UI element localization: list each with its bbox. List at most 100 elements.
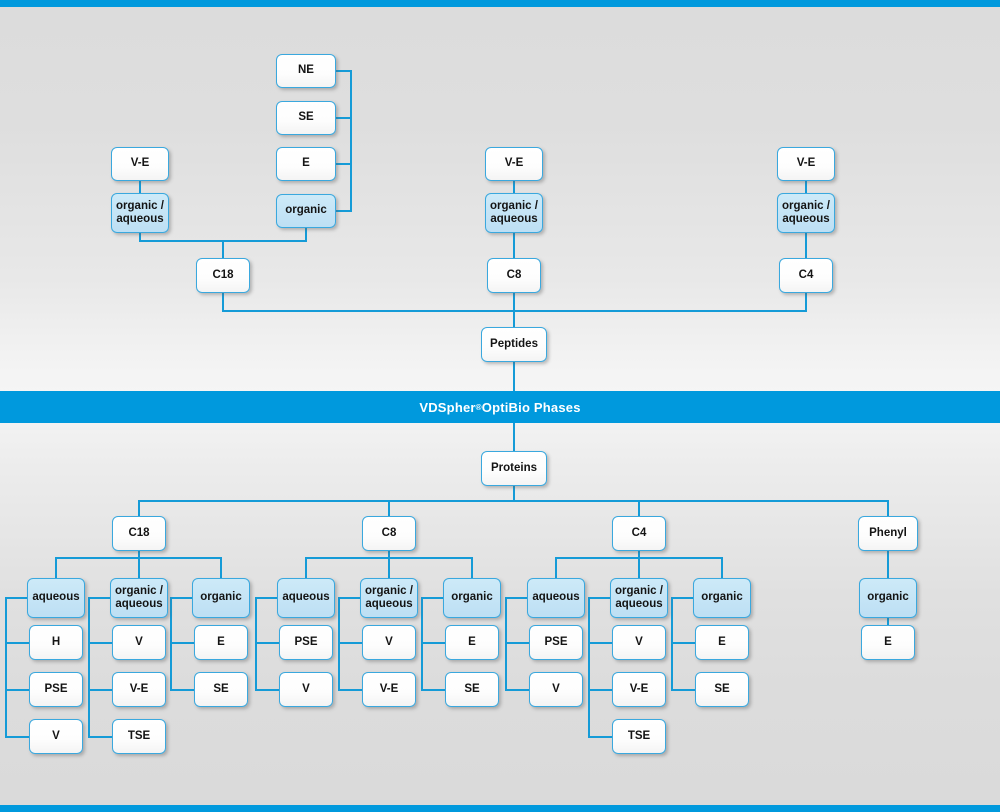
peptides-c18-organic-child-e[interactable]: E [276, 147, 336, 181]
peptides-c18-up [222, 240, 224, 258]
proteins-item-p-phenyl-org-e[interactable]: E [861, 625, 915, 660]
proteins-group-p-c8-org[interactable]: organic [443, 578, 501, 618]
node-label: organic /aqueous [116, 200, 164, 226]
proteins-item-p-c18-org-aq-tse[interactable]: TSE [112, 719, 166, 754]
node-label: E [718, 635, 726, 648]
proteins-item-p-c8-org-se[interactable]: SE [445, 672, 499, 707]
proteins-bus [138, 500, 889, 502]
peptides-c8-ve-link [513, 181, 515, 193]
peptides-root-node[interactable]: Peptides [481, 327, 547, 362]
peptides-c4-organic-aqueous-node[interactable]: organic /aqueous [777, 193, 835, 233]
peptides-c18-organic-child-ne[interactable]: NE [276, 54, 336, 88]
node-label: V [302, 682, 310, 695]
proteins-phase-p-phenyl[interactable]: Phenyl [858, 516, 918, 551]
proteins-group-p-c4-org-aq[interactable]: organic /aqueous [610, 578, 668, 618]
node-label: C18 [128, 526, 150, 539]
proteins-item-p-c8-aq-pse[interactable]: PSE [279, 625, 333, 660]
proteins-group-p-c18-aq[interactable]: aqueous [27, 578, 85, 618]
node-label: V-E [379, 682, 399, 695]
proteins-bracket-p-c4-org-aq [588, 598, 590, 737]
node-label: organic /aqueous [490, 200, 538, 226]
peptides-c8-ve-node[interactable]: V-E [485, 147, 543, 181]
proteins-item-p-c4-org-se[interactable]: SE [695, 672, 749, 707]
proteins-item-p-c4-org-aq-v-e[interactable]: V-E [612, 672, 666, 707]
node-label: V-E [129, 682, 149, 695]
peptides-to-banner [513, 362, 515, 391]
bottom-accent-bar [0, 805, 1000, 812]
proteins-group-up-p-c18-aq [55, 557, 57, 578]
proteins-bracket-p-c18-org [170, 598, 172, 690]
proteins-bracket-stub-p-c4-aq-0 [505, 641, 531, 644]
proteins-phase-p-c8[interactable]: C8 [362, 516, 416, 551]
proteins-item-p-c4-org-aq-v[interactable]: V [612, 625, 666, 660]
node-label: organic /aqueous [782, 200, 830, 226]
node-label: V-E [629, 682, 649, 695]
proteins-group-p-c8-org-aq[interactable]: organic /aqueous [360, 578, 418, 618]
node-label: SE [714, 682, 730, 695]
proteins-item-p-c8-org-aq-v-e[interactable]: V-E [362, 672, 416, 707]
proteins-item-p-c4-aq-v[interactable]: V [529, 672, 583, 707]
proteins-group-drop-p-c8 [388, 551, 390, 559]
proteins-bracket-stub-p-c8-org-aq-1 [338, 688, 364, 691]
node-label: PSE [294, 635, 318, 648]
top-accent-bar [0, 0, 1000, 7]
proteins-item-p-c8-aq-v[interactable]: V [279, 672, 333, 707]
proteins-phase-up-p-c18 [138, 500, 140, 516]
proteins-phase-p-c18[interactable]: C18 [112, 516, 166, 551]
node-label: E [884, 635, 892, 648]
peptides-c4-ve-node[interactable]: V-E [777, 147, 835, 181]
peptides-c18-ve-link [139, 181, 141, 193]
proteins-item-p-c8-org-e[interactable]: E [445, 625, 499, 660]
proteins-item-p-c18-org-e[interactable]: E [194, 625, 248, 660]
proteins-bracket-stub-top-p-c4-org-aq [588, 597, 612, 599]
proteins-group-p-phenyl-org[interactable]: organic [859, 578, 917, 618]
node-label: PSE [544, 635, 568, 648]
proteins-item-p-c18-org-se[interactable]: SE [194, 672, 248, 707]
proteins-bracket-stub-p-c4-org-aq-1 [588, 688, 614, 691]
proteins-group-p-c18-org-aq[interactable]: organic /aqueous [110, 578, 168, 618]
proteins-item-p-c4-org-aq-tse[interactable]: TSE [612, 719, 666, 754]
peptides-phase-c4[interactable]: C4 [779, 258, 833, 293]
peptides-c18-organic-node[interactable]: organic [276, 194, 336, 228]
proteins-item-p-c18-org-aq-v-e[interactable]: V-E [112, 672, 166, 707]
node-label: organic [285, 204, 327, 217]
proteins-item-p-c18-aq-pse[interactable]: PSE [29, 672, 83, 707]
proteins-item-p-c18-aq-v[interactable]: V [29, 719, 83, 754]
proteins-phase-p-c4[interactable]: C4 [612, 516, 666, 551]
banner-product: OptiBio Phases [481, 399, 581, 415]
proteins-bracket-p-c18-aq [5, 598, 7, 737]
proteins-group-p-c4-aq[interactable]: aqueous [527, 578, 585, 618]
proteins-group-p-c8-aq[interactable]: aqueous [277, 578, 335, 618]
node-label: Phenyl [869, 526, 907, 539]
proteins-bracket-stub-top-p-c8-org [421, 597, 445, 599]
peptides-phase-c8[interactable]: C8 [487, 258, 541, 293]
proteins-item-p-c4-org-e[interactable]: E [695, 625, 749, 660]
proteins-bracket-stub-p-c4-org-0 [671, 641, 697, 644]
proteins-group-p-c18-org[interactable]: organic [192, 578, 250, 618]
proteins-group-p-c4-org[interactable]: organic [693, 578, 751, 618]
peptides-c18-organic-child-se[interactable]: SE [276, 101, 336, 135]
proteins-group-up-p-c18-org-aq [138, 557, 140, 578]
peptides-c18-oa-drop [139, 233, 141, 242]
proteins-phase-up-p-phenyl [887, 500, 889, 516]
proteins-group-up-p-c4-org-aq [638, 557, 640, 578]
proteins-bracket-stub-p-c8-org-1 [421, 688, 447, 691]
peptides-c8-oa-link [513, 233, 515, 258]
proteins-item-p-c8-org-aq-v[interactable]: V [362, 625, 416, 660]
node-label: organic /aqueous [365, 585, 413, 611]
proteins-item-p-c18-aq-h[interactable]: H [29, 625, 83, 660]
peptides-c18-organic-aqueous-node[interactable]: organic /aqueous [111, 193, 169, 233]
peptides-c18-ve-node[interactable]: V-E [111, 147, 169, 181]
proteins-item-p-c18-org-aq-v[interactable]: V [112, 625, 166, 660]
proteins-bracket-stub-top-p-c8-org-aq [338, 597, 362, 599]
proteins-root-node[interactable]: Proteins [481, 451, 547, 486]
proteins-bracket-stub-p-c4-org-aq-2 [588, 735, 614, 738]
peptides-c8-organic-aqueous-node[interactable]: organic /aqueous [485, 193, 543, 233]
node-label: organic /aqueous [115, 585, 163, 611]
peptides-organic-stub-1 [336, 117, 352, 119]
proteins-bracket-stub-top-p-c18-aq [5, 597, 29, 599]
proteins-bracket-p-c8-aq [255, 598, 257, 690]
peptides-phase-c18[interactable]: C18 [196, 258, 250, 293]
node-label: PSE [44, 682, 68, 695]
proteins-item-p-c4-aq-pse[interactable]: PSE [529, 625, 583, 660]
